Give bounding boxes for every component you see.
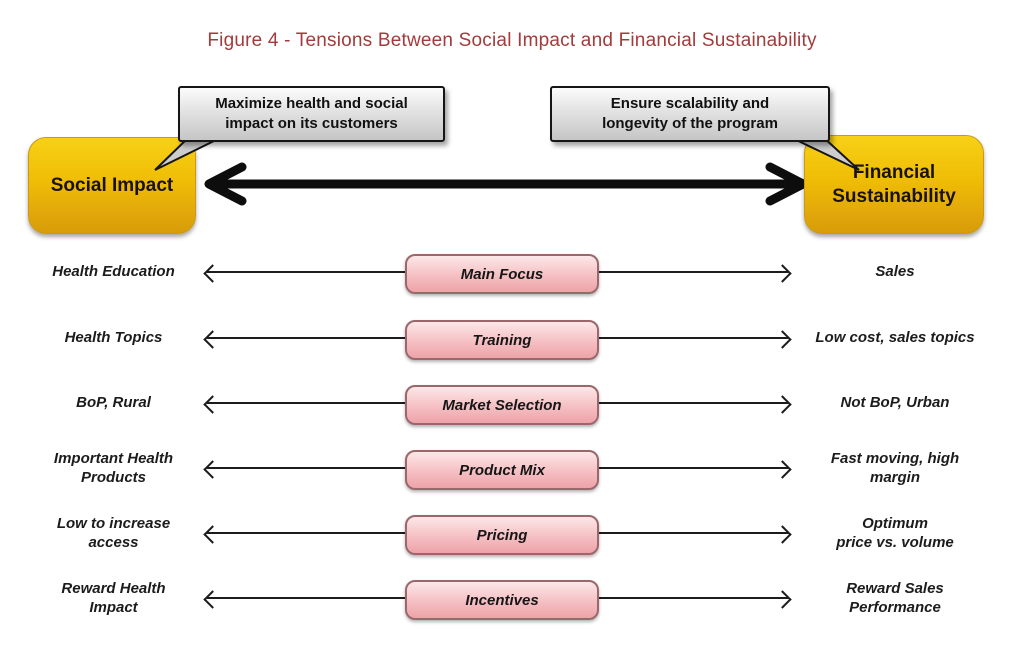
row-left-label: BoP, Rural	[76, 394, 151, 412]
row-category-pill: Pricing	[405, 515, 599, 555]
row-training: Health Topics Training Low cost, sales t…	[0, 308, 1024, 368]
left-arrow	[207, 271, 405, 273]
row-category-pill: Market Selection	[405, 385, 599, 425]
row-category-pill: Incentives	[405, 580, 599, 620]
row-right-label: Not BoP, Urban	[840, 394, 950, 412]
row-market-selection: BoP, Rural Market Selection Not BoP, Urb…	[0, 373, 1024, 433]
row-product-mix: Important Health Products Product Mix Fa…	[0, 438, 1024, 498]
right-arrow	[595, 337, 788, 339]
row-right-label: Optimum price vs. volume	[836, 514, 954, 552]
row-main-focus: Health Education Main Focus Sales	[0, 242, 1024, 302]
right-arrow	[595, 532, 788, 534]
row-incentives: Reward Health Impact Incentives Reward S…	[0, 568, 1024, 628]
left-arrow	[207, 402, 405, 404]
row-category-pill: Product Mix	[405, 450, 599, 490]
row-left-label: Reward Health Impact	[61, 579, 166, 617]
financial-sustainability-callout: Ensure scalability and longevity of the …	[550, 86, 830, 142]
tension-double-arrow	[204, 162, 808, 206]
row-category-pill: Training	[405, 320, 599, 360]
row-category-pill: Main Focus	[405, 254, 599, 294]
row-right-label: Sales	[875, 263, 915, 281]
row-right-label: Fast moving, high margin	[830, 449, 960, 487]
row-right-label: Reward Sales Performance	[846, 579, 944, 617]
left-arrow	[207, 597, 405, 599]
left-arrow	[207, 337, 405, 339]
row-left-label: Low to increase access	[56, 514, 171, 552]
row-pricing: Low to increase access Pricing Optimum p…	[0, 503, 1024, 563]
right-arrow	[595, 597, 788, 599]
left-arrow	[207, 467, 405, 469]
row-left-label: Health Topics	[64, 329, 163, 347]
left-arrow	[207, 532, 405, 534]
row-right-label: Low cost, sales topics	[815, 329, 975, 347]
right-arrow	[595, 402, 788, 404]
social-impact-callout: Maximize health and social impact on its…	[178, 86, 445, 142]
right-arrow	[595, 467, 788, 469]
right-arrow	[595, 271, 788, 273]
figure-title: Figure 4 - Tensions Between Social Impac…	[207, 30, 817, 51]
row-left-label: Health Education	[52, 263, 175, 281]
row-left-label: Important Health Products	[53, 449, 174, 487]
social-impact-box: Social Impact	[28, 137, 196, 234]
